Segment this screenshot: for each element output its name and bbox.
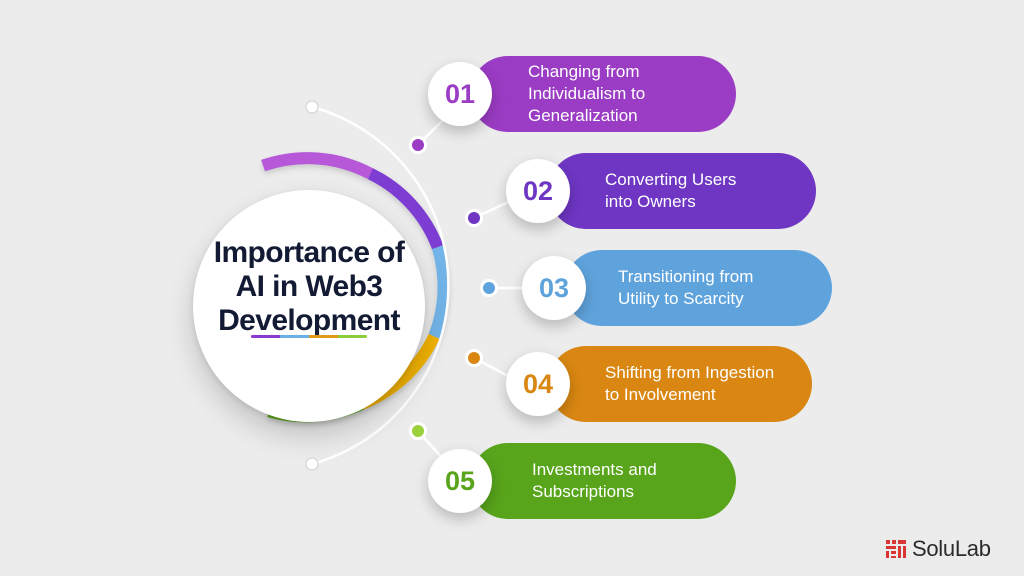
connector-arc xyxy=(311,105,450,466)
step-number-badge-4: 04 xyxy=(506,352,570,416)
step-3-line-1: Transitioning from xyxy=(618,267,754,286)
title-underline xyxy=(251,335,367,338)
step-number-2: 02 xyxy=(522,175,554,206)
step-number-badge-5: 05 xyxy=(428,449,492,513)
ring-segment-blue xyxy=(428,245,450,339)
step-text-3: Transitioning from Utility to Scarcity xyxy=(618,266,753,310)
center-title-line-1: Importance of xyxy=(213,236,405,269)
step-pill-1: Changing from Individualism to Generaliz… xyxy=(470,56,736,132)
brand-name: SoluLab xyxy=(912,536,991,561)
step-text-2: Converting Users into Owners xyxy=(605,169,736,213)
center-circle xyxy=(193,190,425,422)
step-text-5: Investments and Subscriptions xyxy=(532,459,657,503)
underline-purple xyxy=(251,335,280,338)
center-title: Importance of AI in Web3 Development xyxy=(193,236,425,338)
arc-end-dot-top xyxy=(305,100,319,114)
step-number-5: 05 xyxy=(444,465,476,496)
solulab-logo: SoluLab xyxy=(885,536,991,561)
step-text-1: Changing from Individualism to Generaliz… xyxy=(528,61,645,127)
arc-dot-4 xyxy=(468,352,480,364)
step-4-line-2: to Involvement xyxy=(605,385,716,404)
step-3-line-2: Utility to Scarcity xyxy=(618,289,744,308)
step-pill-3: Transitioning from Utility to Scarcity xyxy=(564,250,832,326)
step-number-4: 04 xyxy=(522,368,554,399)
step-1-line-3: Generalization xyxy=(528,106,638,125)
ring-segment-violet xyxy=(367,168,444,250)
arc-end-dot-bottom xyxy=(305,457,319,471)
step-number-badge-3: 03 xyxy=(522,256,586,320)
step-5-line-1: Investments and xyxy=(532,460,657,479)
step-pill-5: Investments and Subscriptions xyxy=(470,443,736,519)
solulab-logo-icon xyxy=(886,540,906,558)
ring-segment-purple xyxy=(261,152,374,180)
step-pill-4: Shifting from Ingestion to Involvement xyxy=(548,346,812,422)
step-number-3: 03 xyxy=(538,272,570,303)
underline-orange xyxy=(309,335,338,338)
arc-dot-5 xyxy=(412,425,424,437)
center-title-line-2: AI in Web3 xyxy=(235,270,383,303)
step-number-badge-1: 01 xyxy=(428,62,492,126)
center-title-line-3: Development xyxy=(218,304,400,337)
step-number-badge-2: 02 xyxy=(506,159,570,223)
step-pill-2: Converting Users into Owners xyxy=(548,153,816,229)
arc-dot-2 xyxy=(468,212,480,224)
step-1-line-2: Individualism to xyxy=(528,84,646,103)
step-2-line-1: Converting Users xyxy=(605,170,737,189)
arc-dot-1 xyxy=(412,139,424,151)
step-number-1: 01 xyxy=(444,78,476,109)
step-text-4: Shifting from Ingestion to Involvement xyxy=(605,362,774,406)
step-1-line-1: Changing from xyxy=(528,62,640,81)
arc-dot-3 xyxy=(483,282,495,294)
underline-green xyxy=(338,335,367,338)
step-2-line-2: into Owners xyxy=(605,192,696,211)
underline-blue xyxy=(280,335,309,338)
step-4-line-1: Shifting from Ingestion xyxy=(605,363,775,382)
step-5-line-2: Subscriptions xyxy=(532,482,635,501)
